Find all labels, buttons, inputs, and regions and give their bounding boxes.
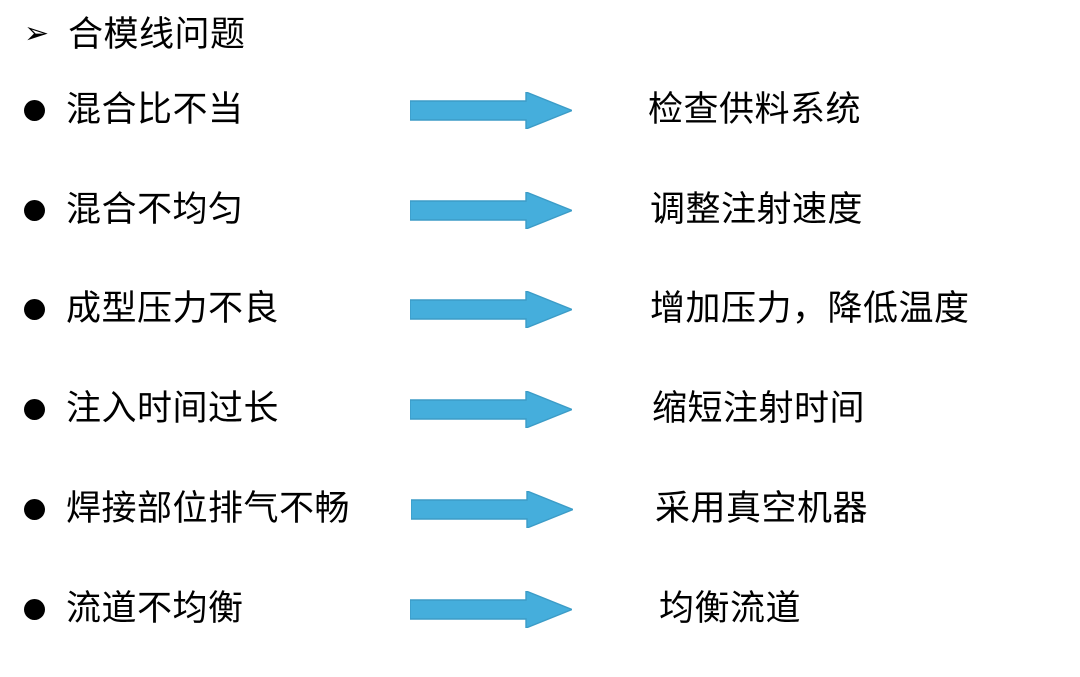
right-block-arrow-icon <box>410 192 572 229</box>
solution-label: 检查供料系统 <box>648 89 862 129</box>
solution-block: 采用真空机器 <box>655 479 868 539</box>
filled-circle-bullet-icon <box>24 199 45 221</box>
solution-label: 采用真空机器 <box>655 488 869 528</box>
right-block-arrow-icon <box>410 291 572 328</box>
solution-label: 均衡流道 <box>659 588 802 628</box>
right-block-arrow-icon <box>411 491 573 528</box>
cause-block: 混合不均匀 <box>24 180 244 240</box>
list-item: 混合比不当 检查供料系统 <box>0 80 1080 140</box>
cause-label: 焊接部位排气不畅 <box>66 488 351 528</box>
solution-block: 增加压力，降低温度 <box>650 279 970 339</box>
filled-circle-bullet-icon <box>24 99 45 121</box>
slide-heading: ➢ 合模线问题 <box>0 8 1080 62</box>
list-item: 混合不均匀 调整注射速度 <box>0 180 1080 240</box>
cause-label: 成型压力不良 <box>66 288 280 328</box>
filled-circle-bullet-icon <box>24 498 45 520</box>
filled-circle-bullet-icon <box>24 398 45 420</box>
cause-label: 混合比不当 <box>66 89 244 129</box>
right-block-arrow-icon <box>410 92 572 129</box>
list-item: 成型压力不良 增加压力，降低温度 <box>0 279 1080 339</box>
list-item: 流道不均衡 均衡流道 <box>0 579 1080 639</box>
chevron-right-outline-icon: ➢ <box>24 16 50 51</box>
cause-label: 注入时间过长 <box>66 388 280 428</box>
solution-block: 检查供料系统 <box>648 80 861 140</box>
cause-label: 流道不均衡 <box>66 588 244 628</box>
filled-circle-bullet-icon <box>24 298 45 320</box>
solution-label: 调整注射速度 <box>650 189 864 229</box>
solution-block: 均衡流道 <box>659 579 801 639</box>
page-title: 合模线问题 <box>68 14 246 54</box>
filled-circle-bullet-icon <box>24 598 45 620</box>
list-item: 焊接部位排气不畅 采用真空机器 <box>0 479 1080 539</box>
right-block-arrow-icon <box>410 391 572 428</box>
solution-label: 缩短注射时间 <box>652 388 866 428</box>
solution-block: 缩短注射时间 <box>652 379 865 439</box>
solution-label: 增加压力，降低温度 <box>650 288 970 328</box>
cause-block: 流道不均衡 <box>24 579 244 639</box>
solution-block: 调整注射速度 <box>650 180 863 240</box>
cause-block: 混合比不当 <box>24 80 244 140</box>
cause-solution-list: 混合比不当 检查供料系统 混合不均匀 调整注射 <box>0 70 1080 670</box>
cause-block: 注入时间过长 <box>24 379 279 439</box>
cause-block: 焊接部位排气不畅 <box>24 479 350 539</box>
cause-label: 混合不均匀 <box>66 189 244 229</box>
cause-block: 成型压力不良 <box>24 279 279 339</box>
list-item: 注入时间过长 缩短注射时间 <box>0 379 1080 439</box>
right-block-arrow-icon <box>410 591 572 628</box>
